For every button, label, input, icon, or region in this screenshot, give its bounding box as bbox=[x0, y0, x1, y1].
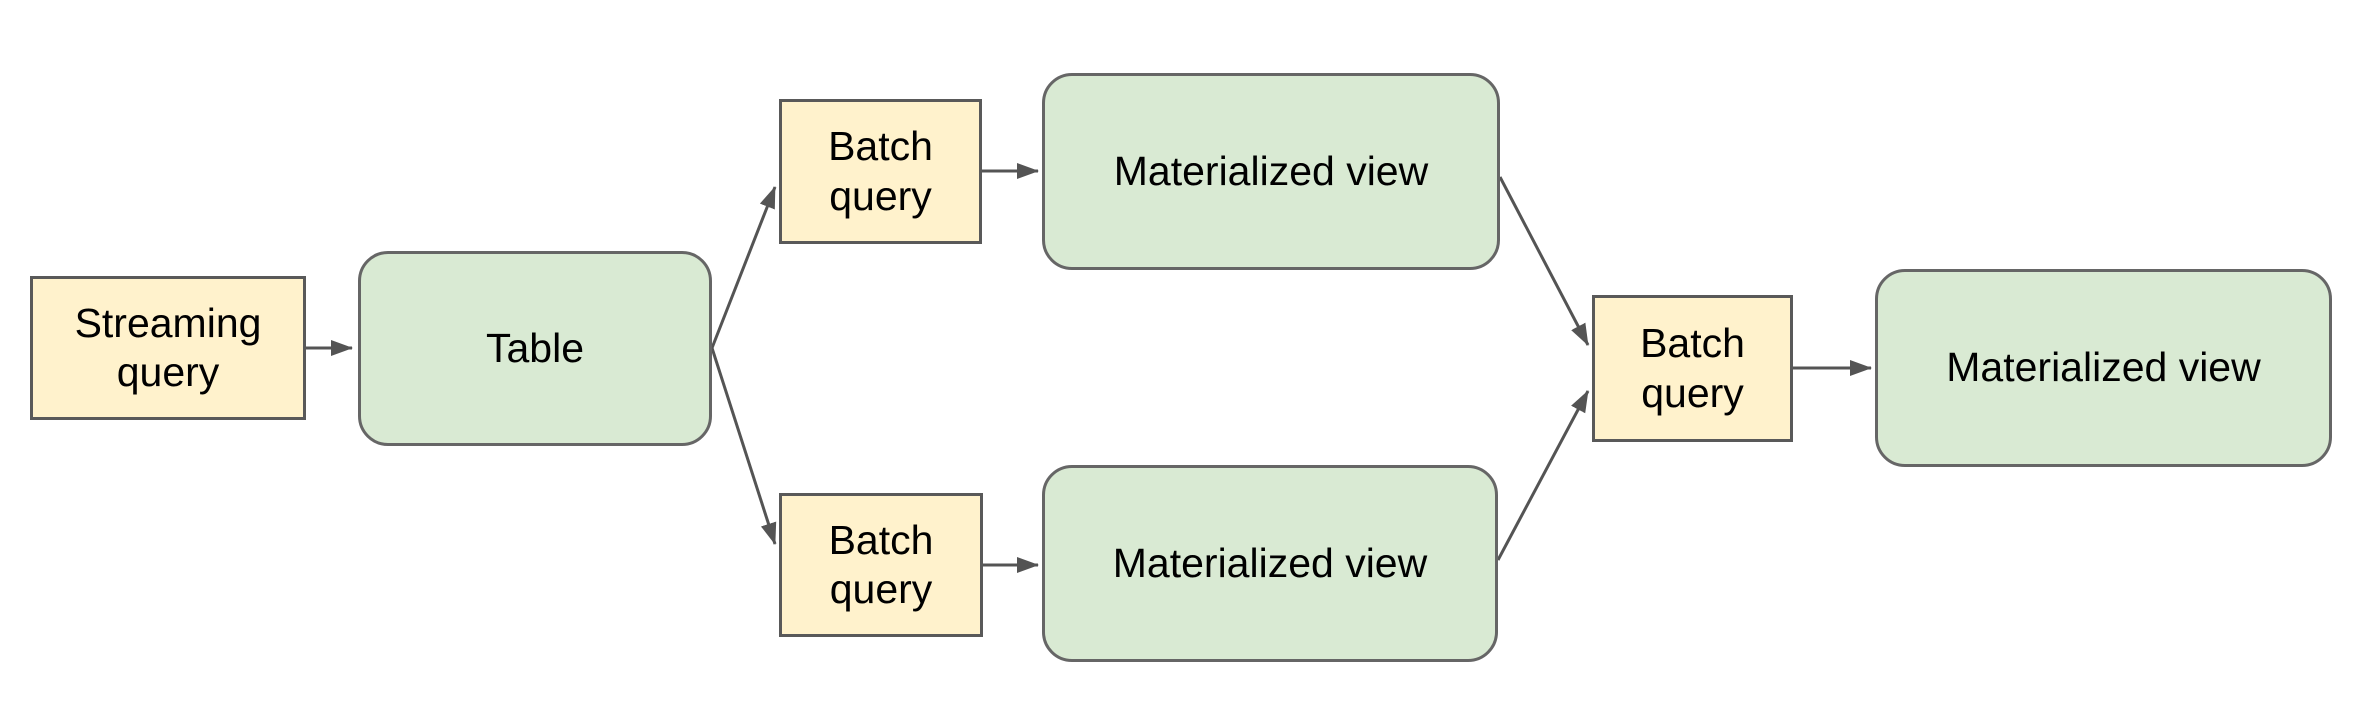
node-materialized-view-top: Materialized view bbox=[1042, 73, 1500, 270]
edge-mv-bottom-to-batch-query-right bbox=[1496, 390, 1590, 561]
edge-mv-top-to-batch-query-right bbox=[1498, 176, 1590, 346]
node-streaming-query-label: Streaming query bbox=[74, 299, 262, 395]
node-batch-query-top-label: Batch query bbox=[828, 123, 933, 219]
node-materialized-view-bottom: Materialized view bbox=[1042, 465, 1498, 662]
node-materialized-view-top-label: Materialized view bbox=[1113, 147, 1429, 194]
node-table-label: Table bbox=[485, 324, 584, 371]
node-batch-query-right: Batch query bbox=[1592, 295, 1793, 442]
node-table: Table bbox=[358, 251, 712, 446]
node-materialized-view-final: Materialized view bbox=[1875, 269, 2332, 467]
node-batch-query-top: Batch query bbox=[779, 99, 982, 244]
node-batch-query-bottom: Batch query bbox=[779, 493, 983, 637]
node-batch-query-right-label: Batch query bbox=[1640, 320, 1745, 416]
node-streaming-query: Streaming query bbox=[30, 276, 306, 420]
node-materialized-view-final-label: Materialized view bbox=[1946, 344, 2261, 391]
node-materialized-view-bottom-label: Materialized view bbox=[1112, 539, 1428, 586]
node-batch-query-bottom-label: Batch query bbox=[828, 516, 934, 612]
edge-table-to-batch-query-bottom bbox=[710, 347, 777, 545]
edge-table-to-batch-query-top bbox=[710, 186, 777, 349]
